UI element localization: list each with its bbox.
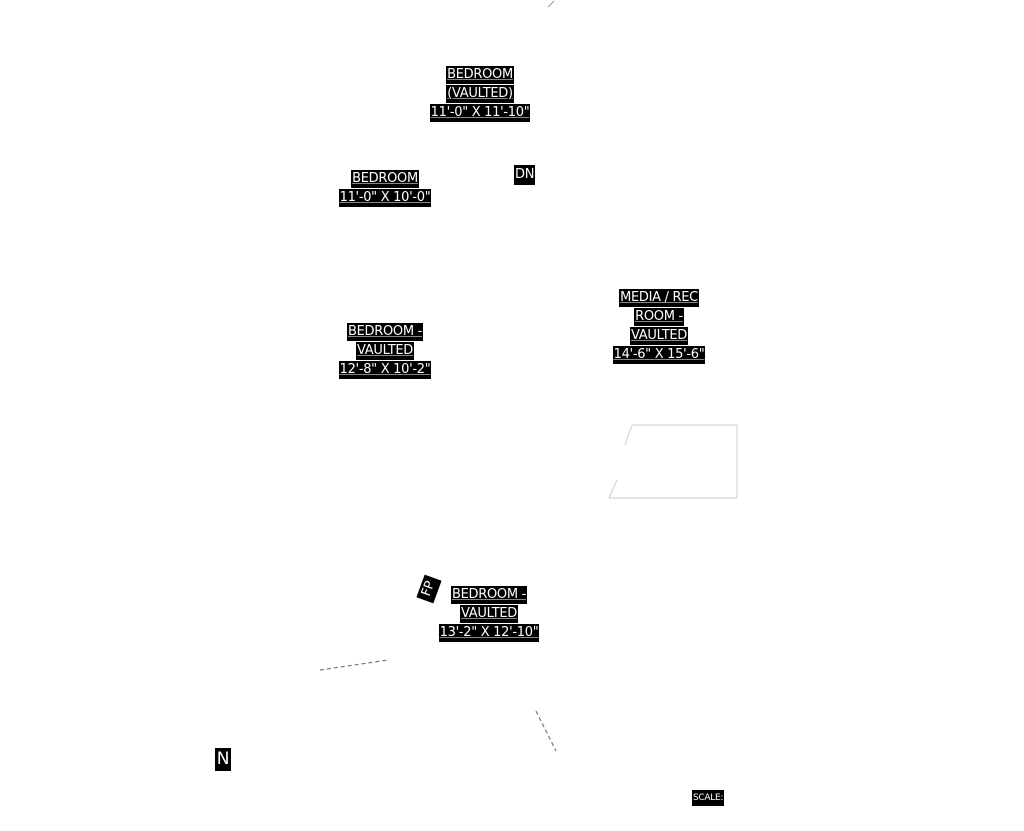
room-name: BEDROOM [446,66,514,84]
room-name: VAULTED [630,327,688,345]
scale-label: SCALE: [692,790,725,806]
room-label-bedroom-vaulted-top: BEDROOM (VAULTED) 11'-0" X 11'-10" [429,66,531,123]
room-name: VAULTED [356,342,414,360]
room-label-bedroom: BEDROOM 11'-0" X 10'-0" [338,170,432,208]
room-dimensions: 12'-8" X 10'-2" [338,361,432,379]
room-name: BEDROOM [351,170,419,188]
dashed-line [319,659,389,671]
room-dimensions: 13'-2" X 12'-10" [438,624,540,642]
room-label-media-rec: MEDIA / REC ROOM - VAULTED 14'-6" X 15'-… [612,289,706,365]
room-label-bedroom-vaulted-bottom: BEDROOM - VAULTED 13'-2" X 12'-10" [438,586,540,643]
stairs-down-marker: DN [514,165,536,185]
wall-fragment [547,0,555,8]
dashed-line [535,710,557,752]
room-label-bedroom-vaulted-left: BEDROOM - VAULTED 12'-8" X 10'-2" [338,323,432,380]
room-dimensions: 14'-6" X 15'-6" [612,346,706,364]
room-name: ROOM - [634,308,684,326]
room-name: (VAULTED) [446,85,514,103]
room-name: BEDROOM - [347,323,423,341]
room-name: VAULTED [460,605,518,623]
north-arrow-label: N [215,748,231,771]
room-name: MEDIA / REC [619,289,699,307]
room-dimensions: 11'-0" X 10'-0" [338,189,432,207]
room-name: BEDROOM - [451,586,527,604]
room-dimensions: 11'-0" X 11'-10" [429,104,531,122]
outlined-shape [608,424,738,499]
